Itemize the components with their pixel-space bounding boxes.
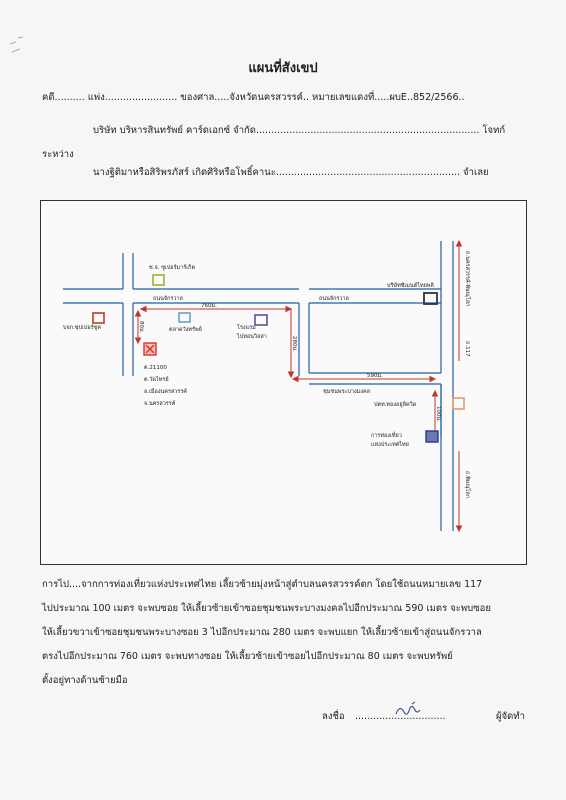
directions-line-4: ตรงไปอีกประมาณ 760 เมตร จะพบทางซอย ให้เล…: [42, 651, 453, 662]
route-line: [134, 239, 463, 533]
tat-office-marker: [425, 430, 439, 443]
corner-scratch-mark: [8, 30, 38, 64]
sketch-map: ซ.จ. ซูเปอร์มาร์เก็ต ถนนจักรวาล ถนนจักรว…: [40, 200, 527, 565]
directions-line-2: ไปประมาณ 100 เมตร จะพบซอย ให้เลี้ยวซ้ายเ…: [42, 603, 491, 614]
plaintiff-line: บริษัท บริหารสินทรัพย์ คาร์ดเอกซ์ จำกัด.…: [93, 125, 506, 136]
hotel-label-1: โรงแรม: [237, 323, 256, 331]
chakkrawan-label-right: ถนนจักรวาล: [319, 295, 349, 302]
case-line: คดี.......... แพ่ง......................…: [42, 92, 465, 103]
seven-eleven-label: ซ.จ. ซูเปอร์มาร์เก็ต: [149, 263, 195, 271]
signature-dots: ..............................: [355, 711, 446, 722]
map-canvas: ซ.จ. ซูเปอร์มาร์เก็ต ถนนจักรวาล ถนนจักรว…: [63, 239, 472, 533]
directions-line-5: ตั้งอยู่ทางด้านซ้ายมือ: [42, 675, 128, 686]
community-road-label: ชุมชนพระบางมงคล: [323, 388, 370, 395]
factory-label: บริษัทซีเมนต์ไทยพลิ: [387, 282, 434, 289]
gas-station-marker: [452, 397, 465, 410]
directions-line-1: การไป....จากการท่องเที่ยวแห่งประเทศไทย เ…: [42, 579, 483, 590]
hotel-label-2: ไปทอนวิลล่า: [236, 333, 267, 340]
highway-bottom-label: ถ.พิษณุโลก: [464, 471, 472, 498]
defendant-line: นางฐิติมาหรือสิริพรภัสร์ เกิดศิริหรือโพธ…: [93, 167, 489, 178]
distance-80: 80ม.: [138, 321, 144, 334]
chakkrawan-label-left: ถนนจักรวาล: [153, 295, 183, 302]
signature-label: ลงชื่อ: [322, 711, 345, 722]
address-label-4: จ.นครสวรรค์: [144, 400, 176, 407]
between-label: ระหว่าง: [42, 149, 74, 160]
distance-760: 760ม.: [201, 303, 217, 309]
distance-590: 590ม.: [367, 373, 383, 379]
seven-eleven-marker: [152, 274, 165, 286]
directions-line-3: ให้เลี้ยวขวาเข้าซอยชุมชนพระบางซอย 3 ไปอี…: [42, 627, 482, 638]
distance-280: 280ม.: [291, 336, 297, 352]
roads: [63, 241, 454, 531]
hotel-marker: [254, 314, 268, 326]
address-label-3: อ.เมืองนครสวรรค์: [144, 388, 187, 395]
handwritten-signature: [392, 700, 426, 726]
highway-117-label: ถ.117: [464, 341, 470, 357]
asset-box-marker: [178, 312, 191, 323]
page-title: แผนที่สังเขป: [248, 61, 318, 76]
distance-100: 100ม.: [435, 406, 441, 422]
shop-label: บจก.ซุปเปอร์ซูค: [63, 324, 101, 331]
gas-station-label: ปตท.ทองอยู่ลิควิด: [374, 401, 417, 408]
tat-label-2: แห่งประเทศไทย: [371, 441, 409, 448]
shop-marker: [92, 312, 105, 324]
highway-top-label: ถ.นครสวรรค์-พิษณุโลก: [464, 251, 472, 307]
address-label-1: ต.21100: [144, 365, 167, 371]
address-label-2: ต.วัดไทรย์: [144, 376, 169, 383]
asset-label: ตลาดวังทรัพย์: [169, 326, 202, 333]
factory-marker: [423, 292, 438, 305]
signature-role: ผู้จัดทำ: [496, 711, 525, 722]
tat-label-1: การท่องเที่ยว: [371, 431, 402, 439]
